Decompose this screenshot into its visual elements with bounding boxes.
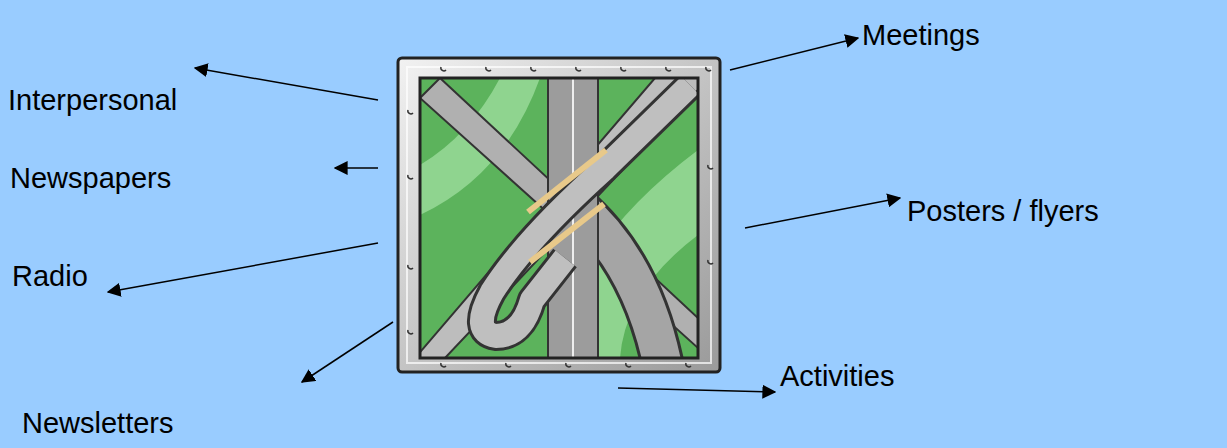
rivet: [408, 175, 413, 179]
ramp-outline: [482, 85, 690, 336]
rivet: [486, 67, 491, 71]
rivet: [626, 363, 631, 367]
leader-arrow: [302, 322, 393, 382]
rivet: [441, 67, 446, 71]
frame-rivets: [408, 67, 713, 367]
channel-label: Activities: [780, 359, 894, 393]
frame-bevel: [407, 67, 711, 363]
bridge-rail: [528, 150, 606, 212]
rivet: [441, 363, 446, 367]
picture-frame: [398, 58, 720, 372]
leader-arrow: [335, 167, 378, 169]
ramp-road: [482, 85, 690, 336]
rivet: [531, 67, 536, 71]
rivet: [621, 67, 626, 71]
channel-label: Newspapers: [10, 161, 171, 195]
leader-arrows: [108, 38, 900, 392]
rivet: [686, 363, 691, 367]
leader-arrow: [745, 198, 900, 228]
rivet: [506, 363, 511, 367]
leader-arrow: [618, 388, 775, 392]
bridge-rail: [530, 204, 604, 262]
rivet: [666, 67, 671, 71]
rivet: [566, 363, 571, 367]
rivet: [708, 260, 713, 264]
rivet: [408, 110, 413, 114]
rivet: [408, 330, 413, 334]
channel-label: Newsletters: [22, 406, 174, 440]
channel-label: Interpersonal: [8, 83, 177, 117]
leader-arrow: [730, 38, 858, 70]
channel-label: Radio: [12, 259, 88, 293]
channel-label: Meetings: [862, 18, 980, 52]
scene-border: [420, 78, 698, 358]
leader-arrow: [195, 68, 378, 100]
rivet: [576, 67, 581, 71]
leader-arrow: [108, 243, 378, 292]
channel-label: Posters / flyers: [907, 194, 1099, 228]
rivet: [708, 165, 713, 169]
rivet: [408, 265, 413, 269]
rivet: [706, 67, 711, 71]
